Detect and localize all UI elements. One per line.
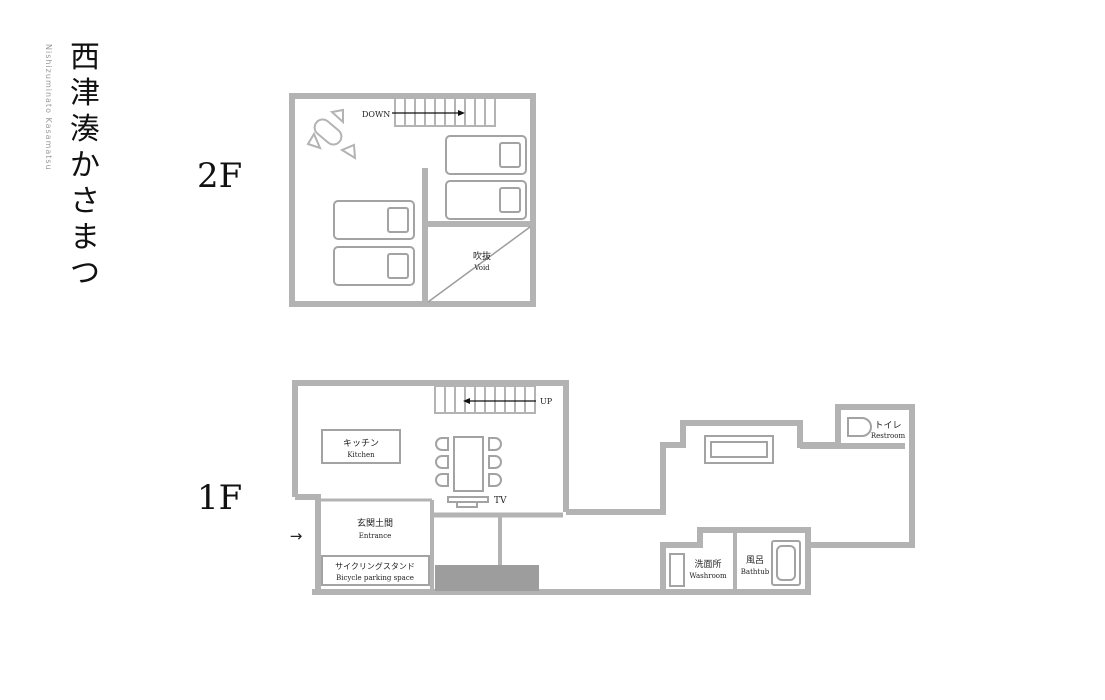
stairs-up-label: UP (540, 397, 553, 406)
floor-label-2f: 2F (197, 156, 243, 196)
kitchen-label-en: Kitchen (347, 451, 375, 459)
bed (445, 135, 527, 175)
bicycle-parking (321, 555, 430, 586)
storage-block (435, 565, 539, 591)
entrance-label-jp: 玄関土間 (357, 517, 393, 529)
sofa (704, 435, 774, 464)
bed (333, 246, 415, 286)
void-diagonal (427, 226, 531, 303)
east-wall (566, 404, 915, 548)
second-floor-outer-wall (289, 93, 536, 307)
restroom-label-en: Restroom (871, 432, 906, 440)
decor-lamp-icon (306, 108, 357, 160)
bathtub-icon (771, 540, 801, 586)
toilet-icon (847, 417, 872, 437)
kitchen-wall (292, 380, 569, 512)
restroom-label-jp: トイレ (874, 421, 901, 431)
first-floor-plan: UP キッチン Kitchen TV 玄関土間 Entrance → サイクリン… (290, 380, 915, 595)
washroom-label-en: Washroom (689, 572, 727, 580)
sink-icon (669, 553, 685, 587)
bath-label-jp: 風呂 (746, 555, 764, 566)
tv-unit (447, 496, 489, 508)
floor-label-1f: 1F (197, 478, 243, 518)
kitchen-label-jp: キッチン (343, 438, 379, 449)
bathroom-wall (660, 527, 811, 595)
property-title-en: Nishizuminato Kasamatsu (44, 44, 53, 171)
tv-label: TV (494, 496, 507, 506)
property-title-jp: 西津湊かさまつ (70, 40, 100, 291)
bath-label-en: Bathtub (741, 568, 770, 576)
stairs-up (434, 385, 536, 414)
dining-table (435, 436, 502, 492)
bicycle-label-en: Bicycle parking space (336, 574, 414, 582)
stairs-down (392, 97, 496, 127)
bicycle-label-jp: サイクリングスタンド (335, 561, 415, 571)
void-label-en: Void (473, 264, 490, 272)
bed (445, 180, 527, 220)
void-label-jp: 吹抜 (473, 250, 491, 262)
kitchen-counter (321, 429, 401, 464)
washroom-label-jp: 洗面所 (694, 558, 721, 570)
stairs-down-label: DOWN (362, 110, 390, 119)
entrance-label-en: Entrance (359, 532, 392, 540)
entry-arrow-icon: → (290, 527, 303, 545)
second-floor-plan: DOWN 吹抜 Void (289, 93, 536, 307)
bed (333, 200, 415, 240)
